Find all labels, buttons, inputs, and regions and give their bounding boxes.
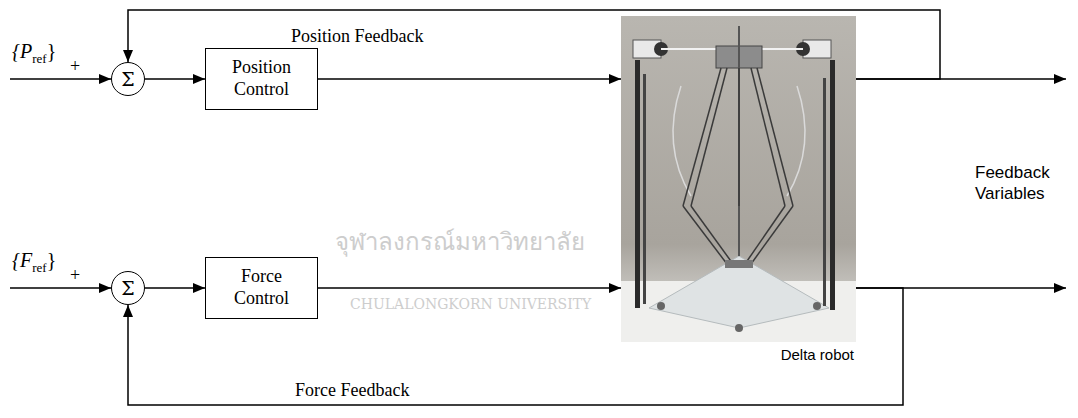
node-text: Σ bbox=[121, 279, 134, 298]
signal-name: } bbox=[47, 249, 57, 271]
reference-input: {Fref} bbox=[12, 249, 56, 276]
sign-plus: + bbox=[70, 265, 80, 286]
signal-name: {P bbox=[12, 40, 32, 62]
output-note: Feedback Variables bbox=[975, 162, 1070, 205]
summing-junction: Σ bbox=[111, 62, 145, 96]
signal-connector bbox=[145, 78, 205, 80]
arm bbox=[673, 86, 691, 196]
input-line bbox=[10, 78, 111, 80]
signal-connector bbox=[318, 78, 621, 80]
left-pole-2 bbox=[643, 74, 646, 304]
arm bbox=[787, 86, 805, 196]
center-shaft bbox=[738, 26, 740, 256]
sign-plus: + bbox=[70, 56, 80, 77]
parallel-links bbox=[683, 68, 793, 264]
watermark: จุฬาลงกรณ์มหาวิทยาลัย bbox=[335, 222, 585, 261]
signal-name: {F bbox=[12, 249, 32, 271]
node-text: Σ bbox=[121, 70, 134, 89]
process-box: Position Control bbox=[205, 48, 318, 110]
right-pole bbox=[830, 60, 835, 310]
end-effector bbox=[725, 260, 753, 268]
summing-junction: Σ bbox=[111, 271, 145, 305]
reference-input: {Pref} bbox=[12, 40, 56, 67]
process-box: Force Control bbox=[205, 257, 318, 319]
block-caption: Delta robot bbox=[781, 346, 854, 363]
left-pole bbox=[635, 60, 640, 308]
foot bbox=[735, 324, 743, 332]
subscript: ref bbox=[32, 260, 46, 275]
signal-name: } bbox=[47, 40, 57, 62]
watermark: CHULALONGKORN UNIVERSITY bbox=[350, 296, 591, 312]
signal-connector bbox=[318, 287, 621, 289]
node-text: Position Control bbox=[214, 57, 309, 100]
input-line bbox=[10, 287, 111, 289]
robot-block: Delta robot bbox=[621, 16, 856, 342]
photo-ground bbox=[621, 16, 856, 342]
base-plate bbox=[649, 256, 829, 328]
foot bbox=[813, 302, 821, 310]
signal-connector bbox=[145, 287, 205, 289]
node-text: Force Control bbox=[214, 266, 309, 309]
right-pole-2 bbox=[823, 78, 826, 306]
foot bbox=[657, 302, 665, 310]
edge-label: Force Feedback bbox=[292, 380, 412, 401]
subscript: ref bbox=[32, 51, 46, 66]
edge-label: Position Feedback bbox=[288, 26, 427, 47]
